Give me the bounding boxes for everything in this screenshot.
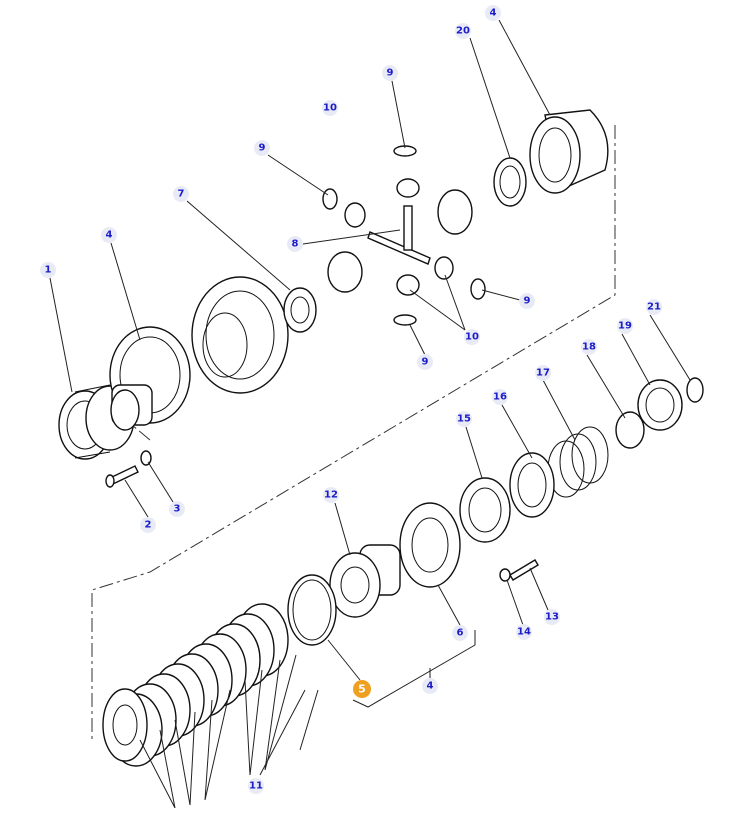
part-spider-gears <box>322 145 486 326</box>
callout-15[interactable]: 15 <box>456 411 472 427</box>
callout-20[interactable]: 20 <box>455 23 471 39</box>
callout-16[interactable]: 16 <box>492 389 508 405</box>
part-washer-20 <box>493 157 527 207</box>
callout-19[interactable]: 19 <box>617 318 633 334</box>
callout-9-left[interactable]: 9 <box>254 140 270 156</box>
callout-6[interactable]: 6 <box>452 625 468 641</box>
svg-text:9: 9 <box>259 143 266 154</box>
leader-lines <box>49 19 691 809</box>
part-seal-5 <box>287 574 337 646</box>
part-ring-gear <box>191 276 289 394</box>
svg-text:14: 14 <box>517 627 531 638</box>
part-housing-right <box>529 109 609 194</box>
callout-7[interactable]: 7 <box>173 186 189 202</box>
callout-3[interactable]: 3 <box>169 501 185 517</box>
callout-9-top[interactable]: 9 <box>382 65 398 81</box>
assembly-line-upper <box>91 125 616 740</box>
svg-text:18: 18 <box>582 342 596 353</box>
svg-text:16: 16 <box>493 392 507 403</box>
svg-text:2: 2 <box>145 520 152 531</box>
callout-11[interactable]: 11 <box>248 778 264 794</box>
svg-text:3: 3 <box>174 504 181 515</box>
svg-text:9: 9 <box>387 68 394 79</box>
svg-text:13: 13 <box>545 612 559 623</box>
svg-text:11: 11 <box>249 781 263 792</box>
callout-1[interactable]: 1 <box>40 262 56 278</box>
svg-text:21: 21 <box>647 302 661 313</box>
svg-text:9: 9 <box>422 357 429 368</box>
part-bolt-13 <box>499 559 539 582</box>
part-rings-16-21 <box>459 377 704 543</box>
svg-text:20: 20 <box>456 26 470 37</box>
svg-text:15: 15 <box>457 414 471 425</box>
callout-18[interactable]: 18 <box>581 339 597 355</box>
part-housing-left <box>109 326 191 431</box>
svg-text:10: 10 <box>465 332 479 343</box>
callout-14[interactable]: 14 <box>516 624 532 640</box>
svg-text:10: 10 <box>323 103 337 114</box>
svg-text:5: 5 <box>358 683 366 696</box>
callout-9-right[interactable]: 9 <box>519 293 535 309</box>
callout-8[interactable]: 8 <box>287 236 303 252</box>
callout-21[interactable]: 21 <box>646 299 662 315</box>
callout-4-housing-right[interactable]: 4 <box>485 5 501 21</box>
callout-9-bottom[interactable]: 9 <box>417 354 433 370</box>
svg-text:4: 4 <box>427 681 434 692</box>
svg-text:12: 12 <box>324 490 338 501</box>
part-washer-7 <box>283 287 317 333</box>
part-carrier-6 <box>399 502 461 588</box>
callout-4-lower[interactable]: 4 <box>422 678 438 694</box>
svg-text:4: 4 <box>106 230 113 241</box>
callout-10-bottom[interactable]: 10 <box>464 329 480 345</box>
callout-17[interactable]: 17 <box>535 365 551 381</box>
part-piston-12 <box>329 544 401 618</box>
svg-text:8: 8 <box>292 239 299 250</box>
callout-13[interactable]: 13 <box>544 609 560 625</box>
callout-10-top[interactable]: 10 <box>322 100 338 116</box>
callout-2[interactable]: 2 <box>140 517 156 533</box>
svg-text:9: 9 <box>524 296 531 307</box>
svg-text:19: 19 <box>618 321 632 332</box>
svg-text:17: 17 <box>536 368 550 379</box>
svg-text:7: 7 <box>178 189 185 200</box>
part-clutch-pack-11 <box>102 603 289 767</box>
svg-text:6: 6 <box>457 628 464 639</box>
callout-5-highlighted[interactable]: 5 <box>353 680 371 698</box>
svg-text:4: 4 <box>490 8 497 19</box>
callout-4-housing-left[interactable]: 4 <box>101 227 117 243</box>
callout-12[interactable]: 12 <box>323 487 339 503</box>
part-bolt-2 <box>105 450 152 488</box>
svg-text:1: 1 <box>45 265 52 276</box>
